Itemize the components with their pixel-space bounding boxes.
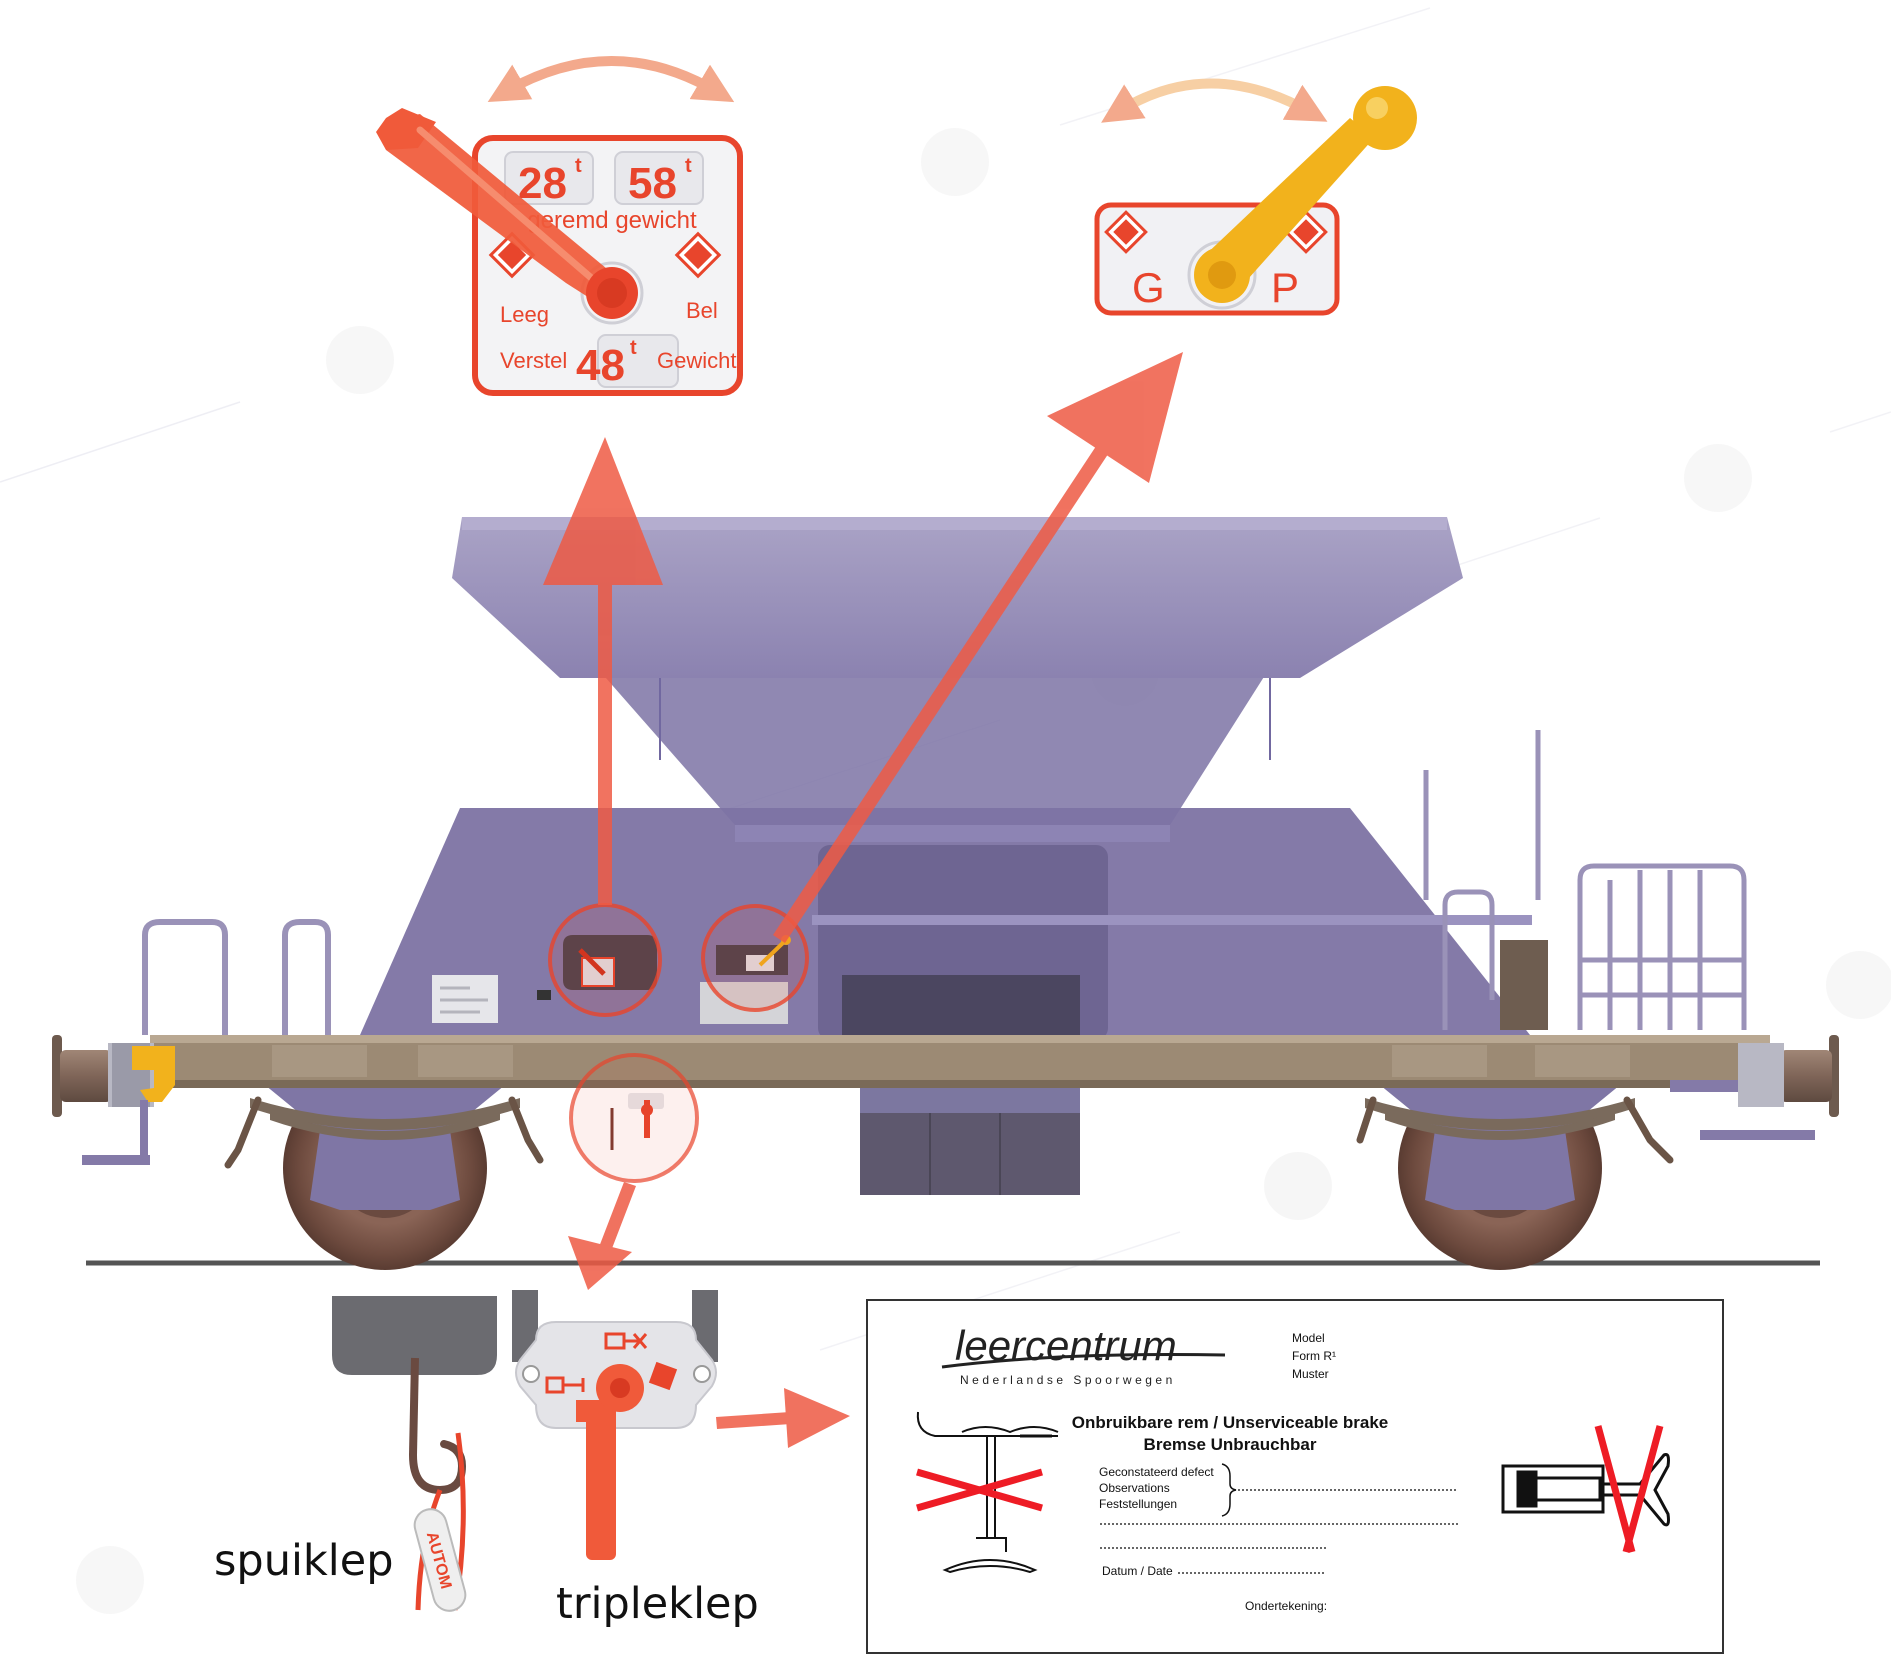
form-logo-sub: Nederlandse Spoorwegen [960, 1373, 1176, 1387]
weight-48: 48 [576, 341, 625, 390]
railing-left [142, 919, 331, 1035]
weight-28: 28 [518, 159, 567, 208]
gp-plate: G P [1094, 78, 1417, 316]
form-title-2: Bremse Unbrauchbar [1144, 1435, 1317, 1454]
motion-arrow-weight [487, 56, 735, 103]
red-cross-icon-handbrake [916, 1468, 1043, 1512]
form-field-3: Feststellungen [1099, 1497, 1177, 1511]
leaf-spring-right [1365, 1098, 1635, 1140]
form-model-3: Muster [1292, 1367, 1329, 1381]
arrow-to-gp-plate [773, 422, 1124, 943]
leaf-spring-left [250, 1098, 520, 1140]
label-leeg: Leeg [500, 302, 549, 327]
brake-weight-lever[interactable] [376, 108, 644, 325]
gp-lever[interactable] [1187, 86, 1417, 310]
caption-tripleklep: tripleklep [556, 1579, 759, 1629]
brake-cylinder-icon [1501, 1453, 1670, 1527]
form-field-1: Geconstateerd defect [1099, 1465, 1214, 1479]
label-g: G [1132, 264, 1165, 311]
buffer-left [52, 1035, 154, 1117]
weight-58: 58 [628, 159, 677, 208]
tripleklep-handle[interactable] [576, 1364, 644, 1560]
label-gewicht: Gewicht [657, 348, 736, 373]
caption-spuiklep: spuiklep [214, 1536, 394, 1586]
weight-58-unit: t [685, 155, 692, 177]
weight-28-unit: t [575, 155, 582, 177]
arrow-to-form [716, 1412, 791, 1429]
gp-lever-box [716, 935, 791, 975]
arrow-to-weight-plate [598, 560, 612, 905]
railing-right [1423, 730, 1747, 1030]
form-model-2: Form R¹ [1292, 1349, 1336, 1363]
spuiklep-hook[interactable] [409, 1440, 467, 1495]
red-cross-icon-cylinder [1594, 1425, 1664, 1553]
brake-weight-plate: 28 t 58 t geremd gewicht Leeg Bel Verste… [376, 56, 743, 396]
triple-valve-small [610, 1093, 664, 1150]
highlight-circle-triple [569, 1053, 699, 1183]
label-p: P [1271, 264, 1299, 311]
pointer-arrows [543, 352, 1183, 1448]
highlight-circle-weight [548, 903, 662, 1017]
label-verstel: Verstel [500, 348, 567, 373]
coupler-hook [132, 1046, 175, 1102]
form-signature-label: Ondertekening: [1245, 1599, 1327, 1613]
buffer-right [1738, 1035, 1839, 1117]
arrow-to-valves [594, 1182, 636, 1264]
form-title-1: Onbruikbare rem / Unserviceable brake [1072, 1413, 1389, 1432]
weight-lever-box [563, 935, 657, 990]
form-date-label: Datum / Date [1102, 1564, 1173, 1578]
weight-48-unit: t [630, 337, 637, 359]
hopper-body-top [452, 517, 1463, 678]
unserviceable-brake-form: leercentrum Nederlandse Spoorwegen Model… [866, 1299, 1724, 1654]
spuiklep-detail: AUTOM spuiklep [214, 1296, 497, 1612]
motion-arrow-gp [1101, 78, 1328, 123]
autom-tag: AUTOM [413, 1508, 467, 1612]
hopper-wagon [52, 517, 1839, 1270]
form-fill-lines [1100, 1489, 1458, 1574]
form-model-1: Model [1292, 1331, 1325, 1345]
tripleklep-detail: tripleklep [512, 1290, 759, 1629]
label-bel: Bel [686, 298, 718, 323]
form-field-2: Observations [1099, 1481, 1170, 1495]
